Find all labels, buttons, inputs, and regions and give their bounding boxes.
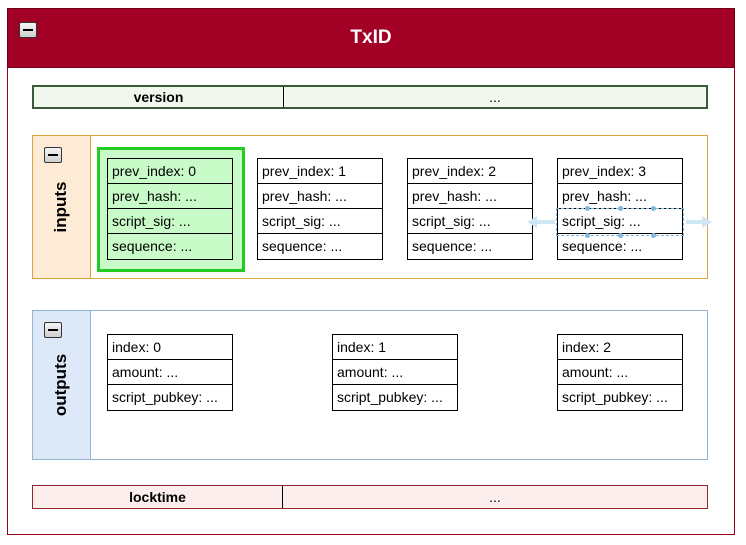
input-script-sig: script_sig: ... — [108, 209, 232, 234]
output-amount: amount: ... — [108, 360, 232, 385]
resize-handle-icon[interactable] — [651, 233, 656, 238]
input-record[interactable]: prev_index: 2 prev_hash: ... script_sig:… — [407, 158, 533, 260]
input-prev-index: prev_index: 1 — [258, 159, 382, 184]
input-prev-index: prev_index: 0 — [108, 159, 232, 184]
resize-handle-icon[interactable] — [585, 206, 590, 211]
transaction-header[interactable] — [7, 8, 735, 68]
drag-right-arrow-stem — [686, 220, 702, 224]
inputs-lane-label: inputs — [51, 181, 70, 233]
input-script-sig: script_sig: ... — [408, 209, 532, 234]
input-prev-hash: prev_hash: ... — [108, 184, 232, 209]
output-record[interactable]: index: 1 amount: ... script_pubkey: ... — [332, 334, 458, 411]
version-label: version — [34, 87, 284, 107]
drag-right-arrow-icon[interactable] — [702, 216, 712, 228]
input-prev-index: prev_index: 2 — [408, 159, 532, 184]
resize-handle-icon[interactable] — [618, 206, 623, 211]
input-script-sig: script_sig: ... — [258, 209, 382, 234]
inputs-lane-header — [32, 135, 91, 279]
output-script-pubkey: script_pubkey: ... — [562, 389, 668, 405]
input-sequence: sequence: ... — [412, 238, 493, 254]
outputs-collapse-button[interactable] — [44, 322, 62, 338]
resize-handle-icon[interactable] — [618, 233, 623, 238]
version-value: ... — [489, 89, 501, 105]
input-prev-index: prev_index: 3 — [558, 159, 682, 184]
input-sequence: sequence: ... — [562, 238, 643, 254]
drag-left-arrow-stem — [537, 220, 555, 224]
input-prev-hash: prev_hash: ... — [258, 184, 382, 209]
resize-handle-icon[interactable] — [651, 206, 656, 211]
locktime-row[interactable]: locktime ... — [32, 485, 708, 509]
output-record[interactable]: index: 2 amount: ... script_pubkey: ... — [557, 334, 683, 411]
locktime-value: ... — [489, 489, 501, 505]
input-sequence: sequence: ... — [108, 234, 232, 259]
transaction-title: TxID — [350, 27, 392, 48]
output-amount: amount: ... — [333, 360, 457, 385]
version-row[interactable]: version ... — [32, 85, 708, 109]
output-script-pubkey: script_pubkey: ... — [337, 389, 443, 405]
locktime-label: locktime — [33, 486, 283, 508]
transaction-collapse-button[interactable] — [19, 22, 37, 38]
input-sequence: sequence: ... — [262, 238, 343, 254]
input-record[interactable]: prev_index: 0 prev_hash: ... script_sig:… — [107, 158, 233, 260]
drag-left-arrow-icon[interactable] — [527, 216, 537, 228]
output-index: index: 2 — [558, 335, 682, 360]
inputs-collapse-button[interactable] — [44, 147, 62, 163]
output-index: index: 1 — [333, 335, 457, 360]
input-record[interactable]: prev_index: 1 prev_hash: ... script_sig:… — [257, 158, 383, 260]
hover-frame — [556, 208, 684, 236]
resize-handle-icon[interactable] — [585, 233, 590, 238]
output-amount: amount: ... — [558, 360, 682, 385]
output-script-pubkey: script_pubkey: ... — [112, 389, 218, 405]
output-record[interactable]: index: 0 amount: ... script_pubkey: ... — [107, 334, 233, 411]
output-index: index: 0 — [108, 335, 232, 360]
input-prev-hash: prev_hash: ... — [408, 184, 532, 209]
outputs-lane-label: outputs — [51, 353, 70, 417]
